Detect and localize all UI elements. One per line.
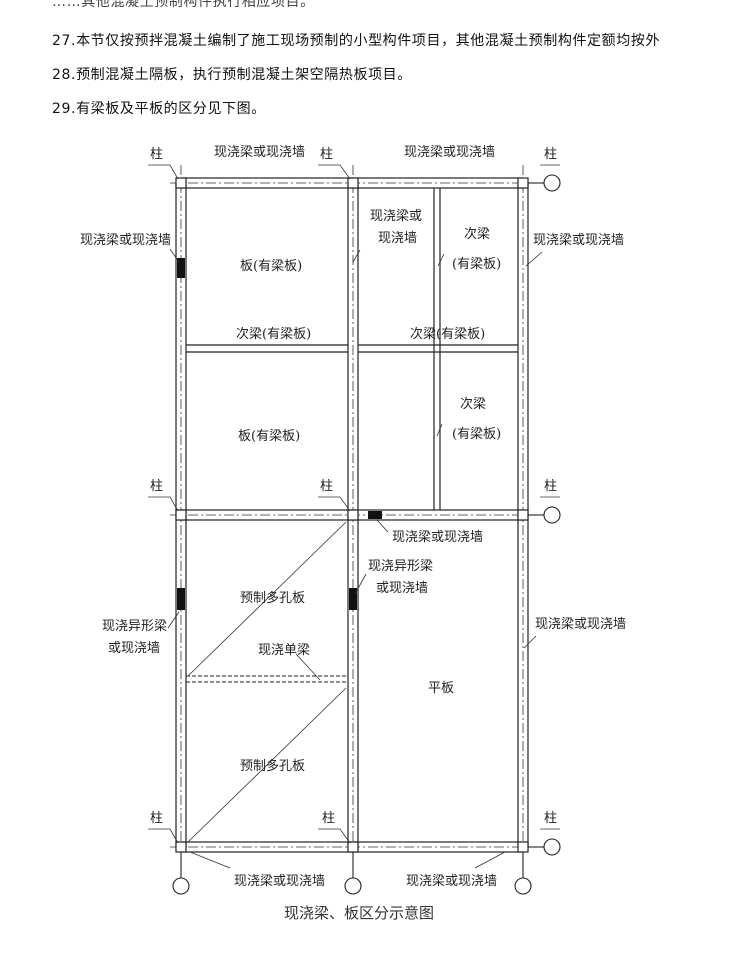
single-beam-label: 现浇单梁 — [258, 643, 310, 658]
secondary-beam-label: 次梁(有梁板) — [236, 326, 311, 342]
column-label: 柱 — [150, 811, 163, 826]
secondary-beam-label: 次梁 — [464, 226, 490, 242]
beam-wall-label: 现浇梁或现浇墙 — [404, 145, 495, 160]
column-node — [517, 509, 529, 521]
axis-bubble — [543, 174, 561, 192]
beamed-slab-label: (有梁板) — [452, 257, 501, 272]
column-label: 柱 — [150, 479, 163, 494]
or-wall-label: 或现浇墙 — [376, 581, 428, 596]
beam-wall-label: 现浇梁或现浇墙 — [406, 874, 497, 889]
axis-bubble — [344, 877, 362, 895]
precast-slab-label: 预制多孔板 — [240, 590, 305, 606]
column-node — [347, 509, 359, 521]
beam-or-label: 现浇梁或 — [370, 209, 422, 224]
figure-caption: 现浇梁、板区分示意图 — [284, 904, 434, 922]
column-label: 柱 — [320, 479, 333, 494]
wall-marker — [368, 511, 382, 519]
column-node — [517, 841, 529, 853]
wall-marker — [177, 588, 185, 610]
axis-bubble — [514, 877, 532, 895]
beam-wall-label: 现浇梁或现浇墙 — [234, 874, 325, 889]
column-label: 柱 — [322, 811, 335, 826]
slab-label: 板(有梁板) — [240, 259, 302, 274]
paragraph-29: 29.有梁板及平板的区分见下图。 — [52, 101, 266, 117]
secondary-beam-label: 次梁 — [460, 396, 486, 412]
slab-label: 板(有梁板) — [238, 429, 300, 444]
column-label: 柱 — [544, 147, 557, 162]
paragraph-28: 28.预制混凝土隔板，执行预制混凝土架空隔热板项目。 — [52, 67, 412, 83]
column-node — [175, 177, 187, 189]
beam-wall-label: 现浇梁或现浇墙 — [392, 530, 483, 545]
paragraph-27: 27.本节仅按预拌混凝土编制了施工现场预制的小型构件项目，其他混凝土预制构件定额… — [52, 33, 661, 49]
column-label: 柱 — [320, 147, 333, 162]
axis-bubble — [172, 877, 190, 895]
flat-slab-label: 平板 — [428, 681, 454, 696]
beam-wall-label: 现浇梁或现浇墙 — [80, 233, 171, 248]
precast-panel-diagonal — [187, 687, 347, 843]
special-beam-label: 现浇异形梁 — [102, 619, 167, 634]
secondary-beam-label: 次梁(有梁板) — [410, 326, 485, 342]
or-wall-label: 或现浇墙 — [108, 641, 160, 656]
beam-wall-label: 现浇梁或现浇墙 — [533, 233, 624, 248]
column-node — [175, 509, 187, 521]
precast-panel-diagonal — [187, 521, 347, 677]
column-label: 柱 — [544, 479, 557, 494]
wall-marker — [349, 588, 357, 610]
precast-slab-label: 预制多孔板 — [240, 758, 305, 774]
truncated-text-line: ……其他混凝土预制构件执行相应项目。 — [52, 0, 315, 10]
wall-marker — [177, 258, 185, 278]
column-node — [347, 177, 359, 189]
column-node — [175, 841, 187, 853]
beam-wall-label: 现浇梁或现浇墙 — [214, 145, 305, 160]
column-label: 柱 — [544, 811, 557, 826]
column-node — [347, 841, 359, 853]
column-node — [517, 177, 529, 189]
beam-wall-label: 现浇梁或现浇墙 — [535, 617, 626, 632]
axis-bubble — [543, 506, 561, 524]
wall-label: 现浇墙 — [378, 231, 417, 246]
axis-bubble — [543, 838, 561, 856]
column-label: 柱 — [150, 147, 163, 162]
special-beam-label: 现浇异形梁 — [368, 559, 433, 574]
beamed-slab-label: (有梁板) — [452, 427, 501, 442]
